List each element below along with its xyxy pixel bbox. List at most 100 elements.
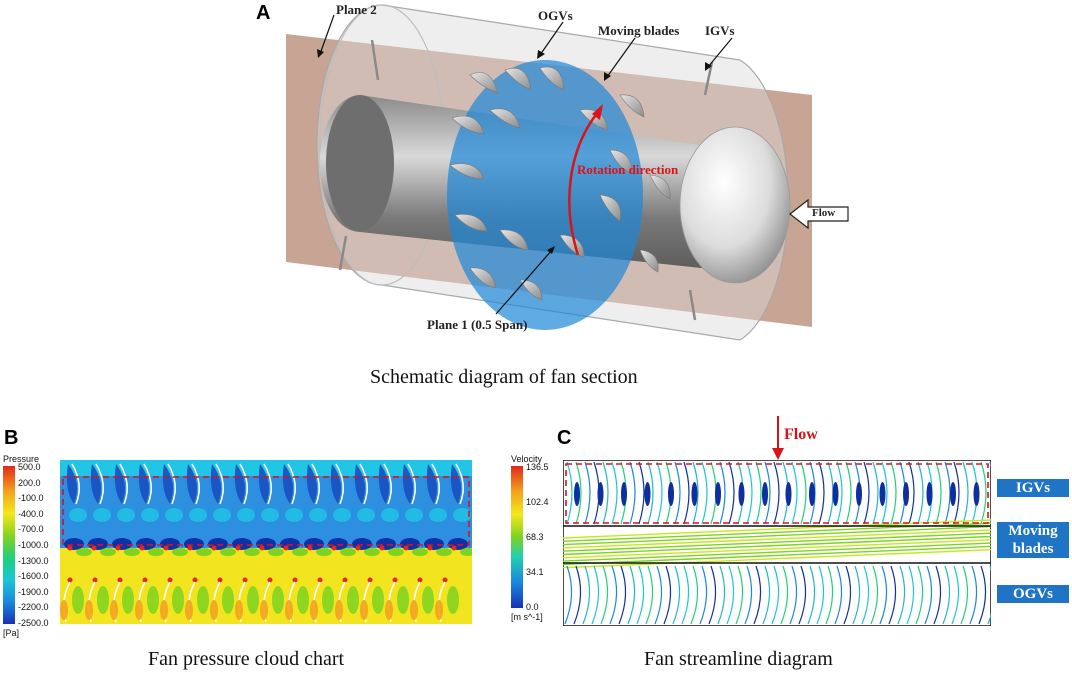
ogv-leading-edge — [167, 577, 173, 583]
ogv-wake — [322, 586, 334, 614]
igv-low-pressure-zone — [114, 464, 125, 504]
ogv-streamline — [636, 565, 645, 625]
igv-streamline — [872, 461, 879, 525]
rotor-leading-edge — [283, 545, 289, 551]
rotor-wake — [412, 548, 428, 556]
igv-streamline — [692, 461, 699, 525]
ogv-streamline — [888, 565, 897, 625]
igv-streamline — [791, 461, 798, 525]
igv-low-pressure-zone — [378, 464, 389, 504]
ogv-streamline — [924, 565, 933, 625]
ogv-high-pressure-zone — [210, 600, 218, 620]
igv-streamline — [719, 461, 726, 525]
igv-low-pressure-zone — [282, 464, 293, 504]
igv-low-pressure-zone — [426, 464, 437, 504]
ogv-streamline — [870, 565, 879, 625]
ogv-wake — [422, 586, 434, 614]
rotor-low-pressure-zone — [88, 538, 108, 550]
igv-blade — [239, 463, 248, 505]
rotor-leading-edge — [403, 545, 409, 551]
rotor-low-pressure-zone — [112, 538, 132, 550]
ogv-leading-edge — [217, 577, 223, 583]
ogv-leading-edge — [342, 577, 348, 583]
ogv-leading-edge — [442, 577, 448, 583]
ogv-wake — [272, 586, 284, 614]
igv-streamline — [764, 461, 771, 525]
ogv-streamline — [978, 565, 987, 625]
rotor-leading-edge — [331, 545, 337, 551]
igv-low-pressure-zone — [354, 464, 365, 504]
rotor-streamline — [563, 525, 991, 546]
igv-blade — [311, 463, 320, 505]
igv-low-pressure-zone — [90, 464, 101, 504]
ogv-streamline — [726, 565, 735, 625]
igv-streamline — [656, 461, 663, 525]
ogv-leading-edge — [67, 577, 73, 583]
ogv-streamline — [600, 565, 609, 625]
ogv-streamline — [798, 565, 807, 625]
callout-arrowheads — [317, 49, 712, 254]
label-igvs: IGVs — [705, 23, 735, 38]
igv-streamline — [944, 461, 951, 525]
panel-c-letter: C — [557, 427, 572, 449]
ogv-wake — [347, 586, 359, 614]
igv-streamline — [566, 461, 573, 525]
igv-blade — [407, 463, 416, 505]
igv-low-pressure-zone — [186, 464, 197, 504]
ogv-streamline — [573, 565, 582, 625]
rotor-leading-edge — [259, 545, 265, 551]
igv-blade — [215, 463, 224, 505]
struts — [338, 39, 714, 321]
igv-streamline — [602, 461, 609, 525]
igv-blade — [359, 463, 368, 505]
ogv-streamline — [663, 565, 672, 625]
pressure-tick: -2500.0 — [18, 617, 49, 628]
velocity-tick: 34.1 — [526, 567, 544, 577]
ogv-streamline — [789, 565, 798, 625]
igv-wake — [237, 508, 255, 522]
ogv-streamline — [942, 565, 951, 625]
igv-vortex-core — [691, 482, 698, 506]
igv-low-pressure-zone — [162, 464, 173, 504]
igv-wake — [405, 508, 423, 522]
caption-a: Schematic diagram of fan section — [370, 366, 638, 388]
ogv-wake — [297, 586, 309, 614]
igv-vortex-core — [644, 482, 651, 506]
ogv-leading-edge — [242, 577, 248, 583]
igv-blade — [95, 463, 104, 505]
rotor-streamline — [563, 545, 991, 566]
rotor-low-pressure-zone — [448, 538, 468, 550]
rotor-streamline — [563, 535, 991, 556]
ogv-high-pressure-zone — [360, 600, 368, 620]
ogv-streamline — [987, 565, 991, 625]
pressure-tick: -2200.0 — [18, 602, 49, 613]
igv-blade — [335, 463, 344, 505]
ogv-streamline — [915, 565, 924, 625]
igv-vortex-core — [973, 482, 980, 506]
ogv-streamline — [591, 565, 600, 625]
caption-c: Fan streamline diagram — [644, 648, 833, 670]
ogv-high-pressure-zone — [60, 600, 68, 620]
velocity-colorbar — [511, 466, 523, 608]
igv-vortex-core — [926, 482, 933, 506]
igv-streamline — [881, 461, 888, 525]
rotor-wake — [148, 548, 164, 556]
rotor-streamline — [563, 519, 991, 539]
igv-streamline — [629, 461, 636, 525]
pressure-contour-field — [60, 460, 472, 624]
pressure-colorbar — [3, 466, 15, 624]
rotor-leading-edge — [355, 545, 361, 551]
igv-low-pressure-zone — [138, 464, 149, 504]
igv-streamline — [773, 461, 780, 525]
ogv-streamline — [708, 565, 717, 625]
rotor-leading-edge — [379, 545, 385, 551]
igv-streamline — [701, 461, 708, 525]
igv-vortex-core — [809, 482, 815, 506]
igv-streamline — [647, 461, 654, 525]
rotor-low-pressure-zone — [208, 538, 228, 550]
ogv-streamline — [717, 565, 726, 625]
igv-streamline — [800, 461, 807, 525]
igv-wake — [453, 508, 471, 522]
ogv-high-pressure-zone — [385, 600, 393, 620]
igv-low-pressure-zone — [210, 464, 221, 504]
